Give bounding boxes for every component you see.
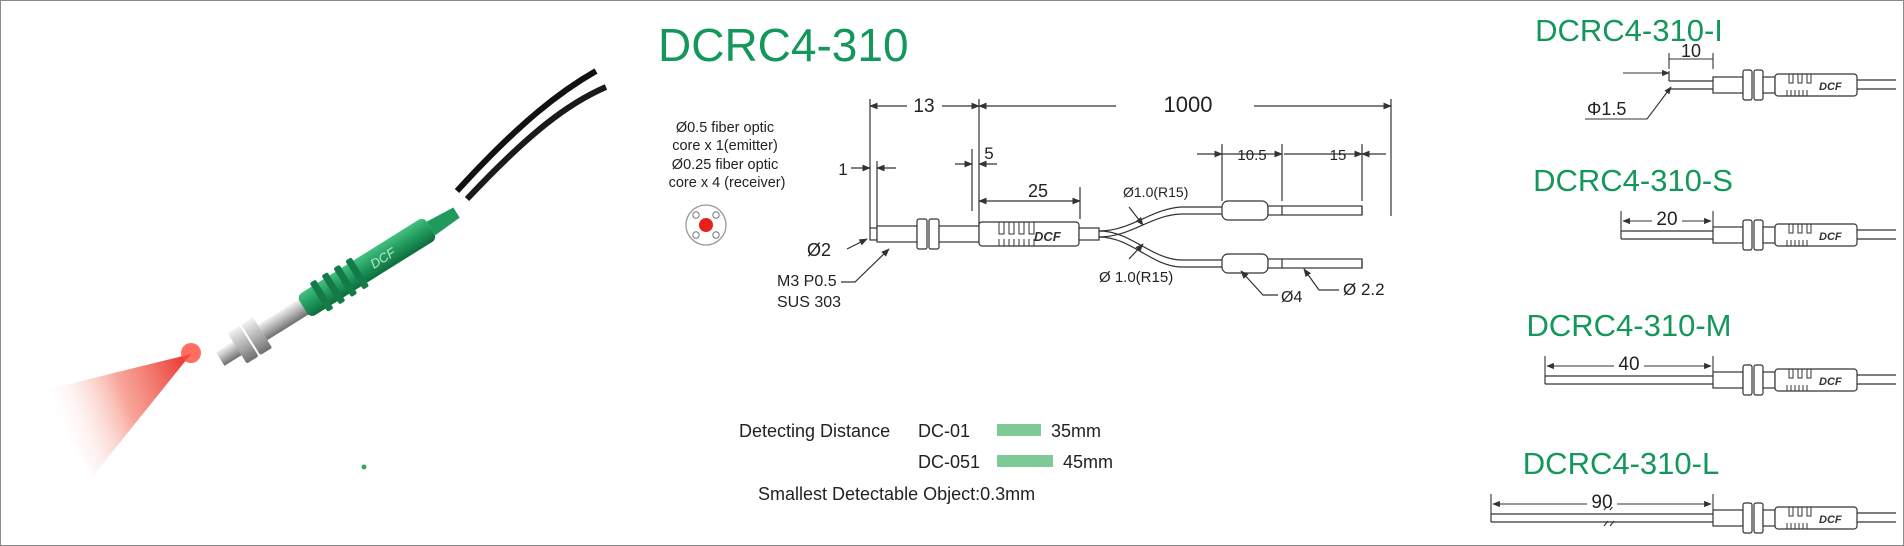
fiber-note-line-4: core x 4 (receiver) xyxy=(669,175,786,191)
variant-3: DCRC4-310-M DCF 40 xyxy=(1527,308,1896,396)
variant-title: DCRC4-310-L xyxy=(1523,446,1719,481)
fiber-note-line-2: core x 1(emitter) xyxy=(672,138,778,154)
variant-title: DCRC4-310-S xyxy=(1533,163,1733,198)
variant-logo: DCF xyxy=(1819,231,1842,243)
fiber-note: Ø0.5 fiber optic core x 1(emitter) Ø0.25… xyxy=(669,120,786,191)
smallest-object: Smallest Detectable Object:0.3mm xyxy=(758,484,1035,504)
fiber-cable-1 xyxy=(454,68,598,194)
detect-row-2-value: 45mm xyxy=(1063,452,1113,472)
main-title: DCRC4-310 xyxy=(658,19,909,71)
variant-4: DCRC4-310-L DCF 90 xyxy=(1490,446,1896,534)
detection-info: Detecting Distance DC-01 35mm DC-051 45m… xyxy=(739,421,1113,504)
fiber-cable-2 xyxy=(464,84,608,202)
dim-13: 13 xyxy=(913,96,934,117)
fiber-core-icon xyxy=(685,204,727,246)
variant-drawing xyxy=(1668,69,1896,101)
detect-row-1-value: 35mm xyxy=(1051,421,1101,441)
red-beam xyxy=(41,354,191,476)
variant-dim: 40 xyxy=(1618,354,1639,375)
dim-phi4: Ø4 xyxy=(1281,289,1302,306)
dimension-labels: 13 1000 1 5 25 10.5 15 Ø2 M3 P0.5 SUS 30… xyxy=(777,92,1385,311)
dim-thread: M3 P0.5 xyxy=(777,273,837,290)
variant-logo: DCF xyxy=(1819,514,1842,526)
variant-panel: DCRC4-310-IDCFΦ1.510DCRC4-310-SDCF20DCRC… xyxy=(1490,13,1896,534)
variant-dim: 90 xyxy=(1591,492,1612,513)
variant-2: DCRC4-310-S DCF 20 xyxy=(1533,163,1896,251)
sensor-body: DCF xyxy=(215,207,460,366)
dim-25: 25 xyxy=(1028,181,1048,201)
drawing-logo-text: DCF xyxy=(1034,229,1062,244)
fiber-note-line-1: Ø0.5 fiber optic xyxy=(676,120,774,136)
product-photo: DCF xyxy=(41,68,608,476)
dim-material: SUS 303 xyxy=(777,294,841,311)
detect-row-2-model: DC-051 xyxy=(918,452,980,472)
detecting-distance-label: Detecting Distance xyxy=(739,421,890,441)
variant-dim: 20 xyxy=(1656,209,1677,230)
dim-1000: 1000 xyxy=(1164,92,1213,117)
dim-phi2: Ø2 xyxy=(807,240,831,260)
variant-drawing xyxy=(1544,364,1896,396)
variant-dim: 10 xyxy=(1681,41,1701,61)
dim-5: 5 xyxy=(984,144,993,163)
variant-logo: DCF xyxy=(1819,81,1842,93)
detect-row-2-bar xyxy=(997,455,1053,467)
variant-extra-dim: Φ1.5 xyxy=(1587,99,1626,119)
spot-glow xyxy=(181,343,201,363)
variant-1: DCRC4-310-I DCF Φ1.5 10 xyxy=(1535,13,1896,120)
variant-title: DCRC4-310-M xyxy=(1527,308,1732,343)
detect-row-1-model: DC-01 xyxy=(918,421,970,441)
dim-top-branch: Ø1.0(R15) xyxy=(1123,184,1188,200)
dim-bottom-branch: Ø 1.0(R15) xyxy=(1099,269,1173,286)
drawing-logo: DCF xyxy=(1034,229,1062,244)
variant-logo: DCF xyxy=(1819,376,1842,388)
variant-title: DCRC4-310-I xyxy=(1535,13,1723,48)
fiber-note-line-3: Ø0.25 fiber optic xyxy=(672,157,778,173)
dim-10-5: 10.5 xyxy=(1237,147,1266,164)
variant-drawing xyxy=(1620,219,1896,251)
dim-15: 15 xyxy=(1330,147,1347,164)
dim-1: 1 xyxy=(838,160,847,179)
variant-drawing xyxy=(1490,502,1896,534)
dim-phi22: Ø 2.2 xyxy=(1343,280,1385,299)
technical-drawing xyxy=(841,99,1392,296)
detect-row-1-bar xyxy=(997,424,1041,436)
